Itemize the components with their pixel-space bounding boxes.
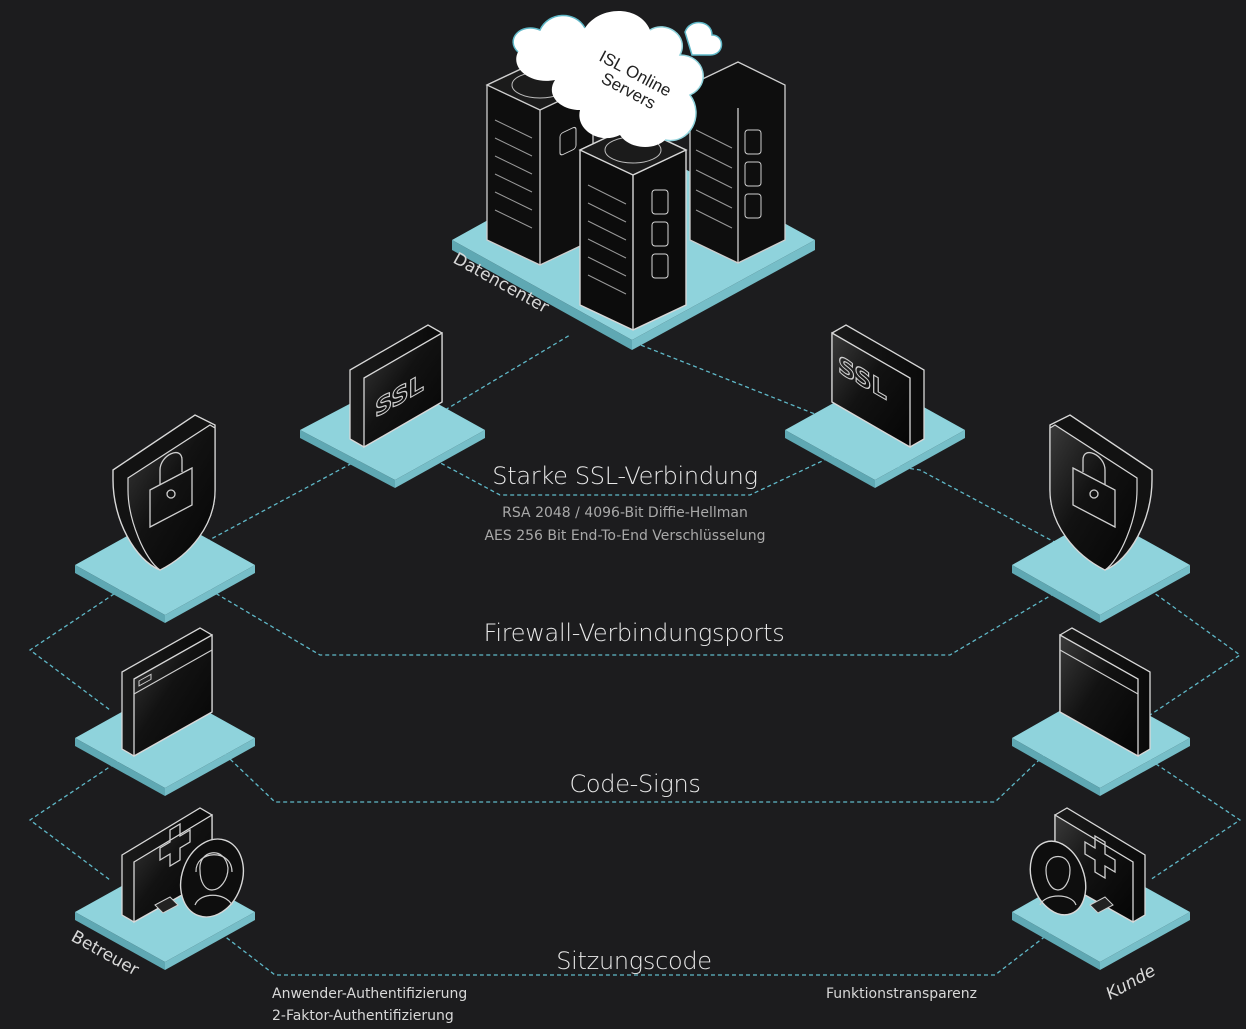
firewall-layer-title: Firewall-Verbindungsports: [483, 619, 785, 647]
connection-lines: [28, 334, 1242, 976]
headset-supporter-icon: [179, 838, 245, 918]
ssl-certificate-right: SSL: [785, 324, 965, 488]
shield-lock-icon: [1072, 451, 1116, 529]
auth-note-2: 2-Faktor-Authentifizierung: [272, 1008, 454, 1024]
monitor-medical-cross-icon: [159, 822, 191, 868]
customer-person-icon: [1029, 840, 1087, 916]
application-window-icon: [133, 649, 213, 695]
code-signs-layer-title: Code-Signs: [569, 770, 701, 798]
code-sign-window-left: [75, 627, 255, 796]
customer-label: Kunde: [1103, 961, 1159, 1004]
session-connection-line: [209, 924, 1061, 976]
shield-lock-icon: [149, 451, 193, 529]
ssl-layer-title: Starke SSL-Verbindung: [492, 462, 758, 490]
session-code-layer-title: Sitzungscode: [556, 947, 712, 975]
code-sign-window-right: [1012, 627, 1190, 796]
application-window-icon: [1059, 649, 1139, 695]
code-signs-connection-line: [28, 739, 1242, 881]
shield-left: [75, 414, 255, 623]
server-tower-icon: [485, 59, 786, 331]
customer-workstation: [1012, 807, 1190, 970]
shield-right: [1012, 414, 1190, 623]
ssl-connection-line: [199, 334, 1061, 546]
ssl-layer-detail-1: RSA 2048 / 4096-Bit Diffie-Hellman: [502, 505, 748, 521]
transparency-note: Funktionstransparenz: [826, 986, 977, 1002]
monitor-medical-cross-icon: [1084, 834, 1116, 880]
ssl-layer-detail-2: AES 256 Bit End-To-End Verschlüsselung: [484, 528, 766, 544]
supporter-workstation: [75, 807, 255, 970]
auth-note-1: Anwender-Authentifizierung: [272, 986, 468, 1002]
ssl-certificate-left: SSL: [300, 324, 485, 488]
cloud-icon: [512, 10, 723, 147]
firewall-connection-line: [28, 589, 1242, 716]
